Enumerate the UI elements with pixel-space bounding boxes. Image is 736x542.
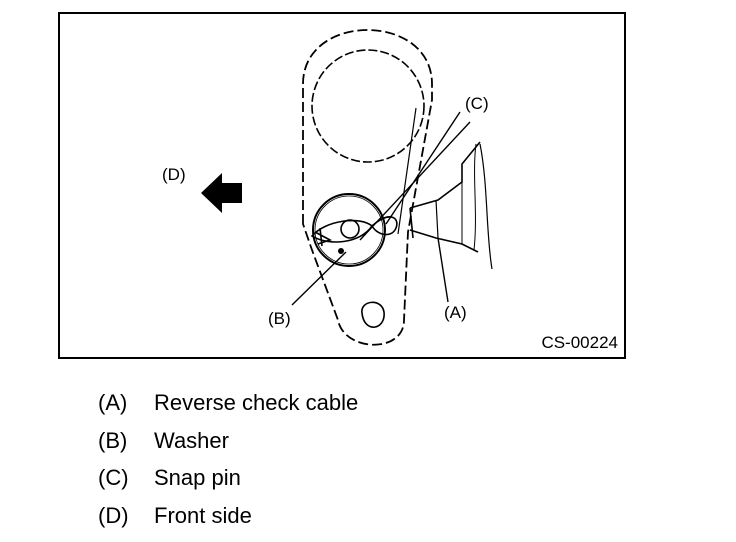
- legend-list: (A) Reverse check cable (B) Washer (C) Snap…: [98, 390, 358, 540]
- snap-pin: [310, 216, 398, 247]
- callout-c: (C): [465, 94, 489, 114]
- legend-item-c: (C) Snap pin: [98, 465, 358, 503]
- legend-item-d: (D) Front side: [98, 503, 358, 541]
- reverse-check-cable: [409, 141, 493, 270]
- callout-b: (B): [268, 309, 291, 329]
- leader-lines: [291, 111, 471, 306]
- callout-a: (A): [444, 303, 467, 323]
- legend-key: (B): [98, 427, 128, 453]
- cropped-heading-fragment: [340, 0, 580, 4]
- legend-text: Snap pin: [154, 465, 241, 490]
- legend-key: (D): [98, 502, 129, 528]
- lever-illustration: [201, 29, 493, 346]
- legend-text: Washer: [154, 427, 229, 453]
- lever-outline: [302, 29, 433, 346]
- figure-code: CS-00224: [541, 333, 618, 352]
- callout-d: (D): [162, 165, 186, 185]
- legend-key: (A): [98, 390, 128, 415]
- legend-text: Reverse check cable: [154, 390, 359, 415]
- legend-item-a: (A) Reverse check cable: [98, 390, 358, 428]
- legend-text: Front side: [154, 502, 252, 528]
- washer: [312, 193, 386, 267]
- legend-key: (C): [98, 465, 129, 490]
- arrow-left-icon: [201, 173, 242, 213]
- legend-item-b: (B) Washer: [98, 428, 358, 466]
- figure-frame: (C) (D) (B) (A) CS-00224: [58, 12, 626, 359]
